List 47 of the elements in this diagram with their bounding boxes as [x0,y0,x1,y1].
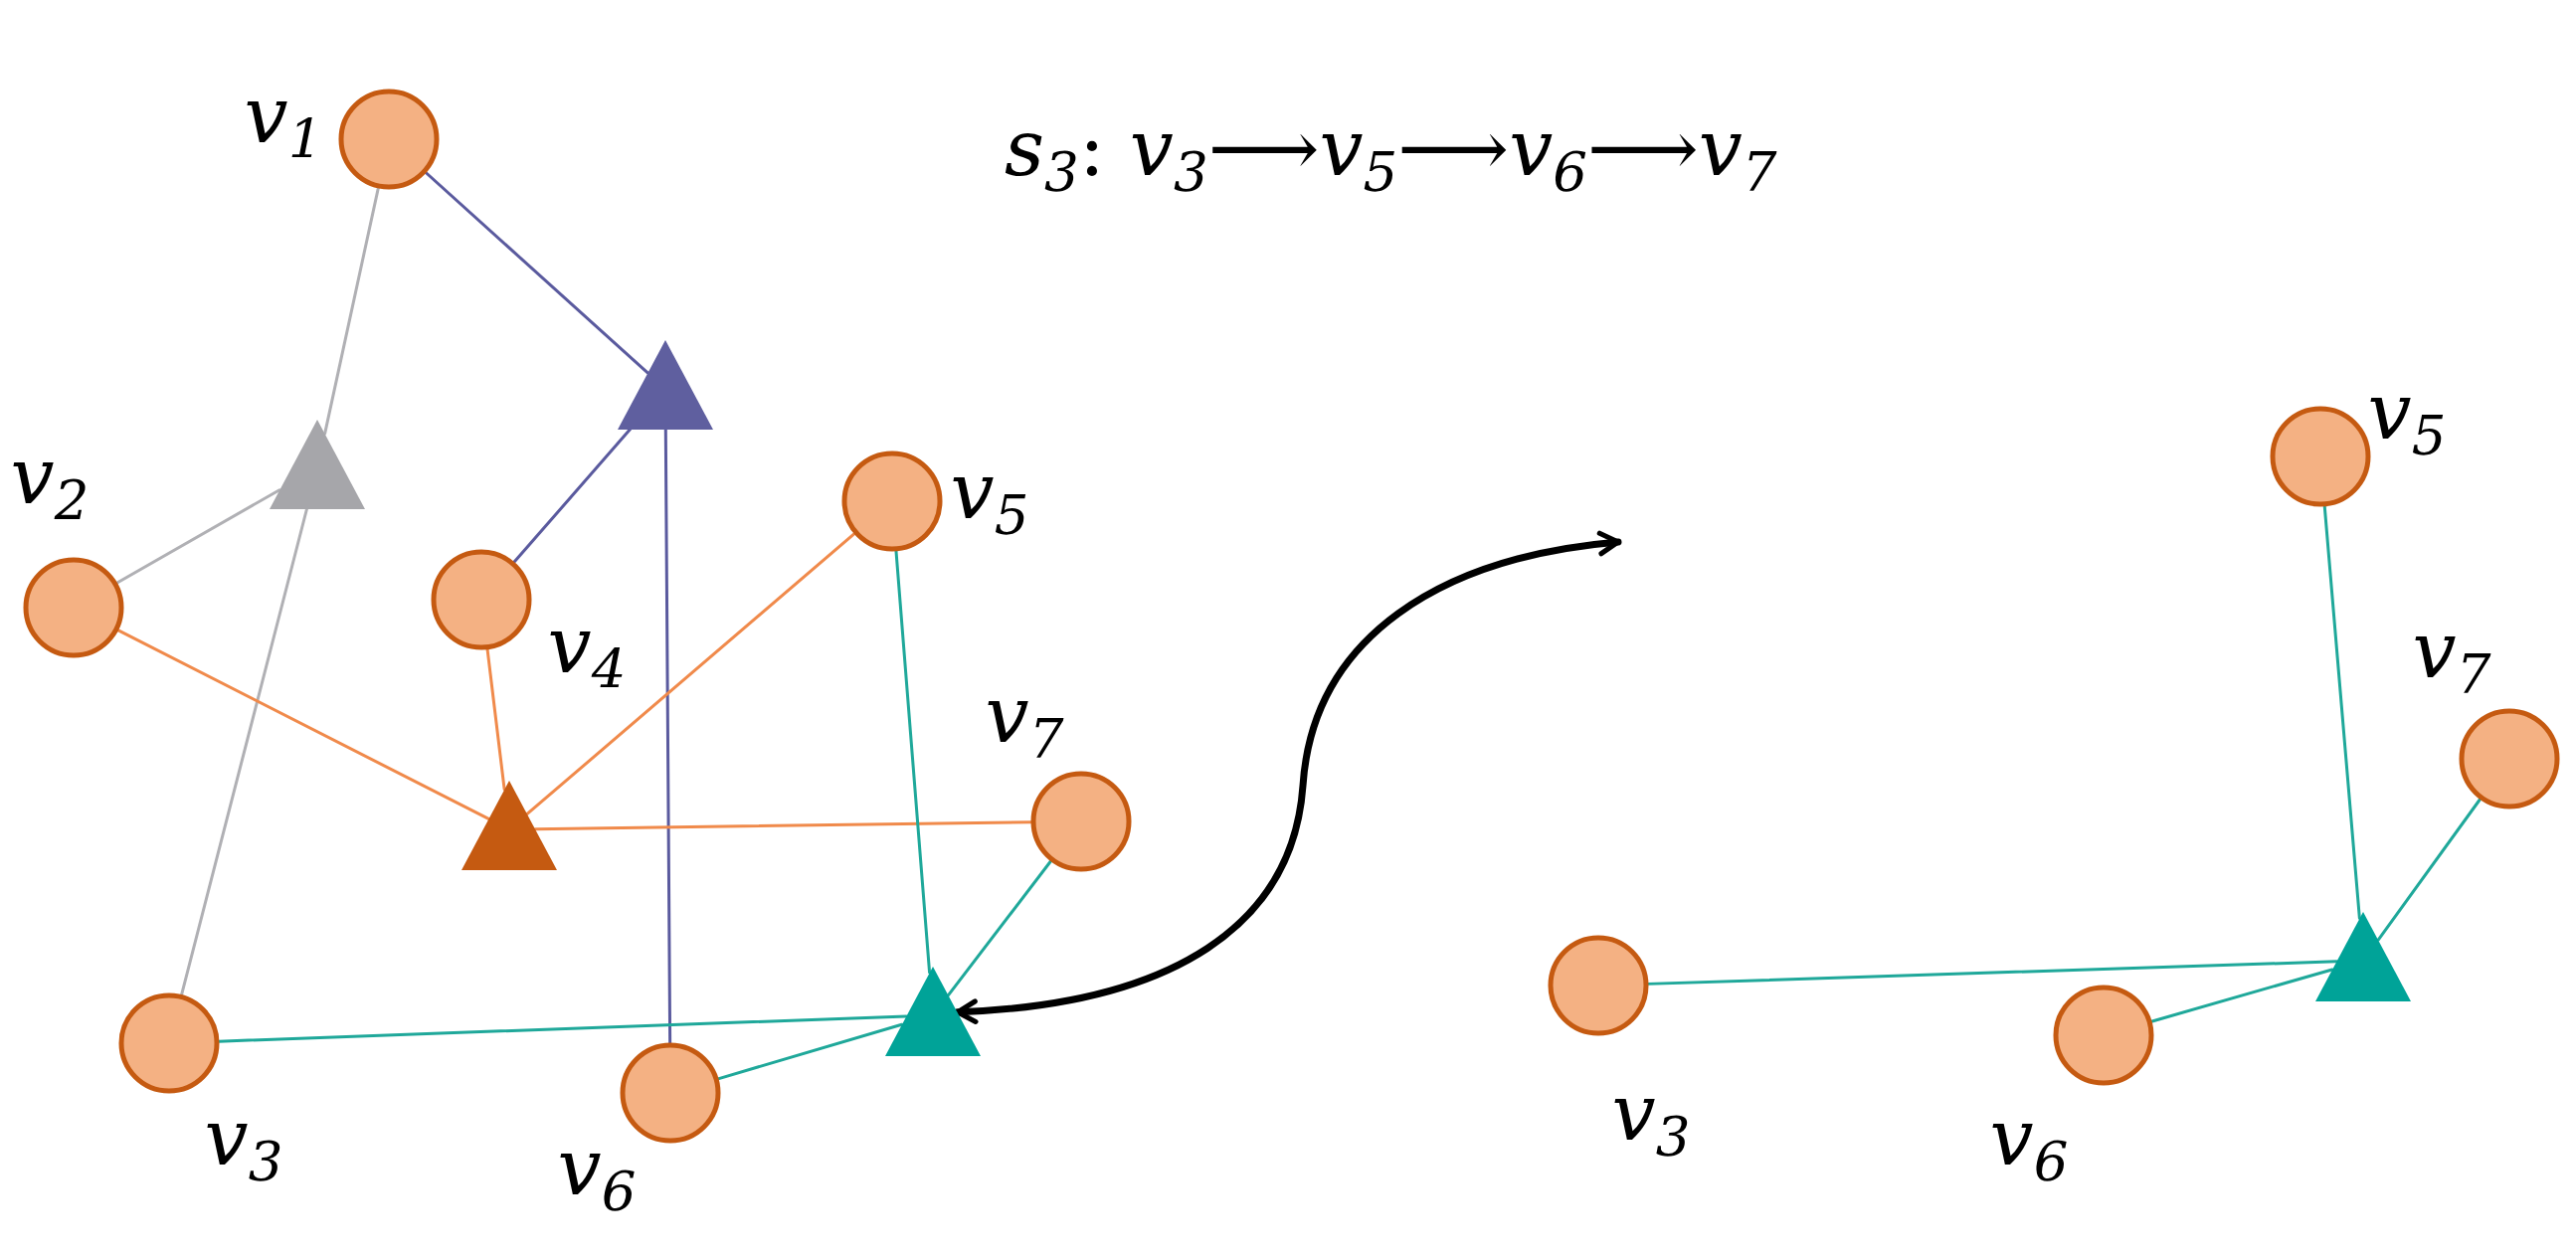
hyperedge-line [424,171,649,375]
hyperedge-line [2149,968,2334,1023]
vertex-circle [338,89,440,190]
vertex-label: v$_{3}$ [1611,1073,1691,1165]
vertex-label: v$_{2}$ [10,437,90,528]
vertex-label: v$_{1}$ [244,76,323,167]
vertex-circle [1030,771,1132,872]
vertex-label: v$_{6}$ [1989,1098,2069,1189]
hyperedge-line [2322,504,2361,920]
hyperedge-line [663,428,672,1045]
vertex-label: v$_{3}$ [204,1098,283,1189]
vertex-label: v$_{5}$ [950,451,1029,543]
vertex-circle [841,450,943,552]
vertex-circle [431,549,532,650]
vertex-circle [1548,935,1649,1036]
hyperedge-line [1646,960,2338,986]
vertex-circle [23,557,124,658]
hyperedge-triangle [618,339,713,430]
hyperedge-line [485,647,506,792]
hyperedge-line [116,629,490,820]
vertex-label: v$_{6}$ [557,1128,637,1219]
hyperedge-line [947,859,1053,997]
vertex-label: v$_{7}$ [985,675,1064,767]
hyperedge-triangle [2315,911,2411,1001]
hyperedge-triangle [885,966,981,1056]
vertex-label: v$_{7}$ [2412,611,2491,702]
double-arrow [954,533,1622,1022]
vertex-label: v$_{5}$ [2367,372,2447,463]
hyperedge-line [525,532,856,815]
vertex-circle [2459,708,2560,809]
hyperedge-line [512,428,633,564]
vertex-circle [2053,985,2154,1086]
hyperedge-triangle [270,419,365,509]
hyperedge-line [716,1022,904,1081]
hyperedge-line [217,1014,908,1043]
vertex-circle [2270,406,2371,507]
hyperedge-line [894,549,932,975]
hyperedge-line [323,186,380,436]
hyperedge-line [533,820,1033,831]
hyperedge-line [2376,798,2483,942]
sequence-label: s$_{3}$: v$_{3}$⟶v$_{5}$⟶v$_{6}$⟶v$_{7}$ [1005,109,1777,200]
hyperedge-line [114,488,281,585]
hyperedge-triangle [461,780,557,870]
vertex-circle [620,1042,721,1144]
hyperedge-line [180,507,309,997]
vertex-circle [118,992,220,1094]
vertex-label: v$_{4}$ [547,606,627,697]
